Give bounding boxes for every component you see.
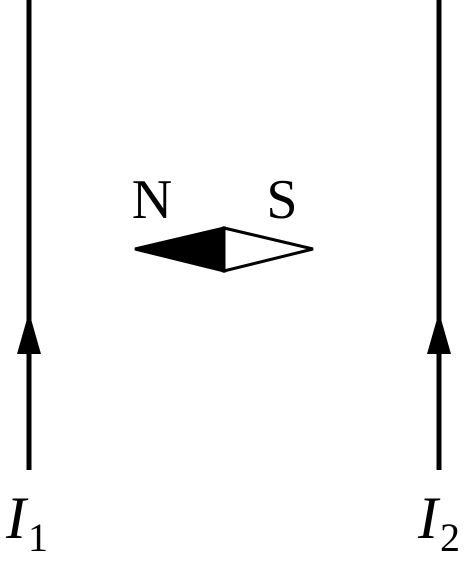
current-symbol-left: I	[5, 485, 29, 551]
needle-north-half-icon	[134, 226, 226, 273]
current-arrow-right-icon	[427, 312, 451, 354]
north-pole-label: N	[132, 169, 172, 231]
current-subscript-right: 2	[440, 515, 460, 560]
needle-south-half-icon	[222, 226, 314, 273]
current-label-left: I 1	[5, 485, 48, 560]
wire-left	[17, 0, 41, 470]
current-symbol-right: I	[417, 485, 441, 551]
current-arrow-left-icon	[17, 312, 41, 354]
current-subscript-left: 1	[28, 515, 48, 560]
south-pole-label: S	[266, 169, 297, 231]
current-label-right: I 2	[417, 485, 460, 560]
compass-needle	[134, 226, 314, 273]
wire-right	[427, 0, 451, 470]
